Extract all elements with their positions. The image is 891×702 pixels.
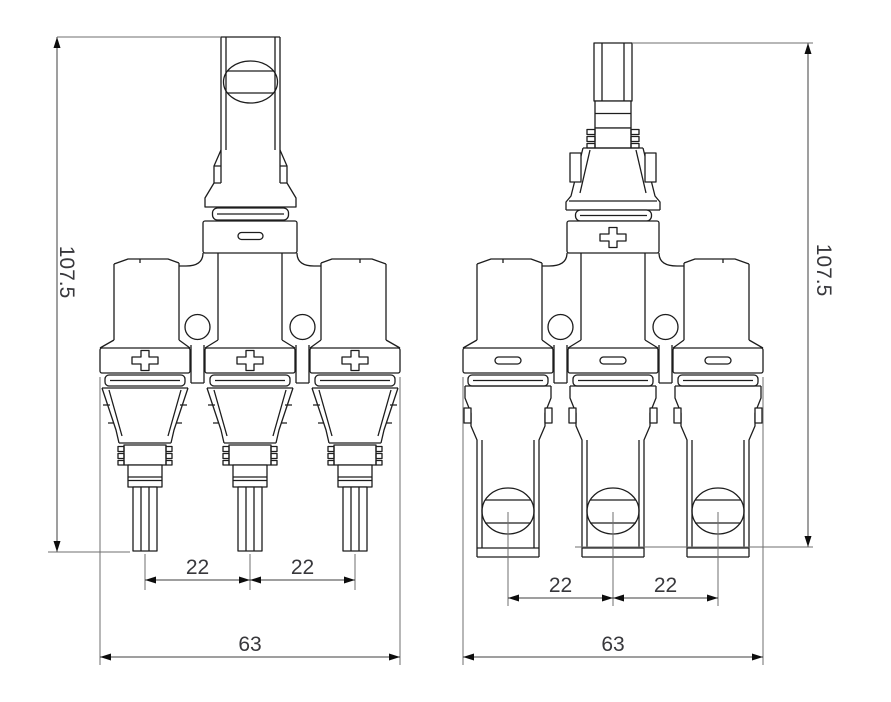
right-branch-body: [462, 252, 764, 384]
arrow-up: [53, 37, 61, 48]
left-pitch-dimensions: 22 22: [144, 554, 356, 590]
arrow-left: [250, 576, 261, 584]
left-view: 107.5 22 22 63: [48, 36, 401, 665]
latch-tab: [569, 152, 582, 183]
minus-slot: [237, 231, 264, 241]
right-height-label: 107.5: [812, 244, 835, 297]
ribbed-neck: [594, 127, 632, 149]
arrow-right: [602, 594, 613, 602]
right-width-label: 63: [601, 633, 624, 656]
left-branch-body: [99, 252, 401, 384]
arrow-right: [707, 594, 718, 602]
left-pitch-2-label: 22: [291, 556, 314, 579]
arrow-left: [463, 653, 474, 661]
left-width-label: 63: [238, 633, 261, 656]
right-view: 107.5 22 22 63: [462, 42, 835, 665]
pin-sleeve: [594, 100, 632, 129]
latch-tab: [644, 152, 657, 183]
arrow-left: [145, 576, 156, 584]
arrow-down: [804, 536, 812, 547]
right-pitch-2-label: 22: [654, 574, 677, 597]
arrow-left: [613, 594, 624, 602]
right-height-dimension: 107.5: [575, 42, 835, 548]
right-pitch-1-label: 22: [549, 574, 572, 597]
left-width-dimension: 63: [99, 377, 401, 665]
stem-nut: [202, 220, 298, 254]
stem-lens: [222, 60, 279, 104]
arrow-right: [239, 576, 250, 584]
stem-pin: [593, 42, 633, 102]
arrow-right: [389, 653, 400, 661]
arrow-right: [752, 653, 763, 661]
arrow-left: [508, 594, 519, 602]
right-width-dimension: 63: [462, 377, 764, 665]
plus-slot: [599, 226, 627, 249]
left-branch-3: [309, 347, 401, 552]
arrow-down: [53, 541, 61, 552]
left-stem-connector: [202, 36, 298, 254]
arrow-right: [344, 576, 355, 584]
stem-nut: [566, 220, 660, 254]
arrow-left: [100, 653, 111, 661]
left-height-dimension: 107.5: [48, 36, 221, 553]
right-stem-connector: [565, 42, 661, 254]
left-branch-1: [99, 347, 191, 552]
right-pitch-dimensions: 22 22: [507, 512, 719, 606]
left-height-label: 107.5: [55, 246, 78, 299]
left-branch-2: [204, 347, 296, 552]
arrow-up: [804, 43, 812, 54]
left-pitch-1-label: 22: [186, 556, 209, 579]
